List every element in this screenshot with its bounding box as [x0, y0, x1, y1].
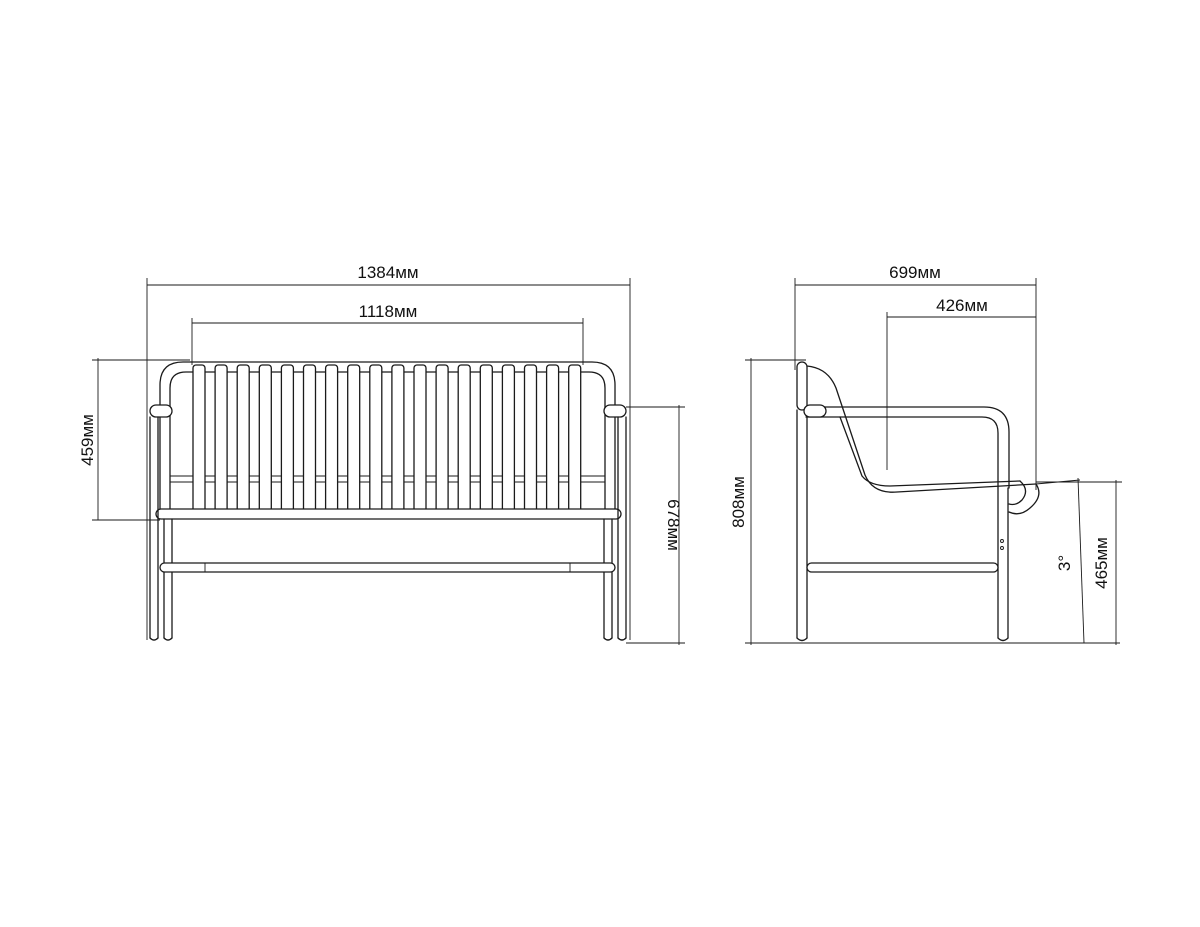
dimension-overall-depth: 699мм — [794, 263, 1037, 490]
front-back-frame — [159, 361, 616, 513]
side-view: 699мм 426мм 808мм 465мм 3° — [729, 263, 1122, 645]
dimension-overall-width: 1384мм — [146, 263, 631, 640]
seat-height-label: 465мм — [1092, 537, 1111, 589]
back-slat — [302, 364, 317, 518]
back-slat — [523, 364, 538, 518]
back-slat — [413, 364, 427, 518]
back-slat — [391, 364, 405, 518]
back-slat — [501, 364, 516, 518]
back-height-label: 459мм — [78, 414, 97, 466]
back-slat — [435, 364, 449, 518]
back-slat — [280, 364, 295, 518]
side-front-leg — [997, 487, 1009, 642]
back-slat — [479, 364, 493, 518]
back-width-label: 1118мм — [359, 302, 418, 321]
front-right-leg — [603, 404, 627, 641]
back-slat — [258, 364, 272, 518]
dimension-back-height: 459мм — [78, 358, 190, 521]
dimension-overall-height: 808мм — [729, 358, 1120, 645]
side-seat-sling — [806, 365, 1040, 515]
back-slat — [192, 364, 206, 518]
back-slat — [369, 364, 383, 518]
dimension-armrest-height: 678мм — [626, 405, 685, 645]
back-slat — [347, 364, 361, 518]
dimension-seat-height: 465мм — [1036, 480, 1122, 645]
seat-depth-label: 426мм — [936, 296, 988, 315]
side-armrest — [803, 404, 1010, 489]
back-slat — [236, 364, 250, 518]
back-slat — [568, 364, 582, 518]
armrest-height-label: 678мм — [664, 499, 683, 551]
front-lower-stretcher — [159, 562, 616, 573]
front-view: 1384мм 1118мм 459мм 678мм — [78, 263, 685, 645]
dimension-seat-angle: 3° — [1035, 477, 1085, 644]
back-slat — [214, 364, 228, 518]
overall-depth-label: 699мм — [889, 263, 941, 282]
side-lower-stretcher — [806, 562, 999, 573]
dimension-seat-depth: 426мм — [886, 296, 1036, 470]
overall-height-label: 808мм — [729, 476, 748, 528]
overall-width-label: 1384мм — [357, 263, 418, 282]
back-slat — [324, 364, 339, 518]
side-back-post — [796, 361, 808, 642]
front-seat-tube — [155, 508, 622, 520]
dimension-back-width: 1118мм — [191, 302, 584, 365]
front-left-leg — [149, 404, 173, 641]
front-back-slats — [192, 364, 582, 518]
seat-angle-label: 3° — [1055, 555, 1074, 571]
back-slat — [457, 364, 471, 518]
back-slat — [545, 364, 560, 518]
